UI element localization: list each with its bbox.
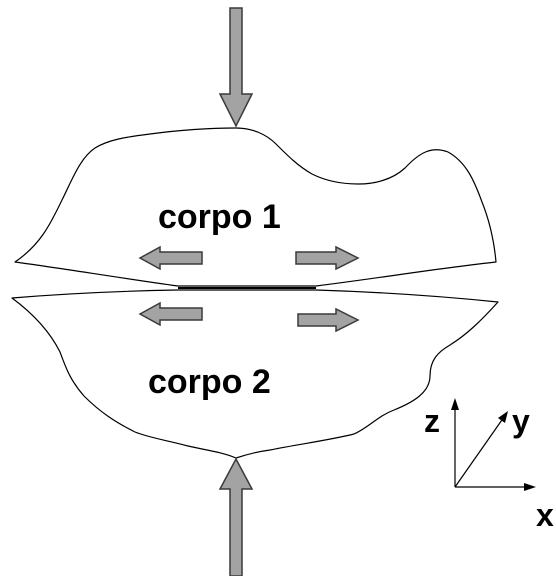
body-2-right-arrow (297, 307, 360, 333)
top-load-arrow (218, 7, 254, 128)
body-1-right-arrow (295, 245, 360, 271)
x-axis-label: x (536, 497, 554, 533)
x-axis-arrowhead (524, 483, 536, 491)
z-axis-label: z (424, 403, 440, 439)
coordinate-axes: z y x (424, 398, 554, 533)
y-axis-line (454, 416, 505, 488)
body-2-label: corpo 2 (148, 363, 271, 401)
y-axis-label: y (512, 403, 530, 439)
z-axis-arrowhead (451, 398, 459, 410)
body-1-left-arrow (138, 245, 203, 271)
body-1-outline (14, 127, 497, 287)
body-2-left-arrow (138, 301, 203, 327)
body-2-outline (11, 289, 499, 459)
y-axis-arrowhead (498, 411, 508, 423)
body-1-label: corpo 1 (158, 198, 281, 236)
bottom-load-arrow (218, 457, 254, 576)
